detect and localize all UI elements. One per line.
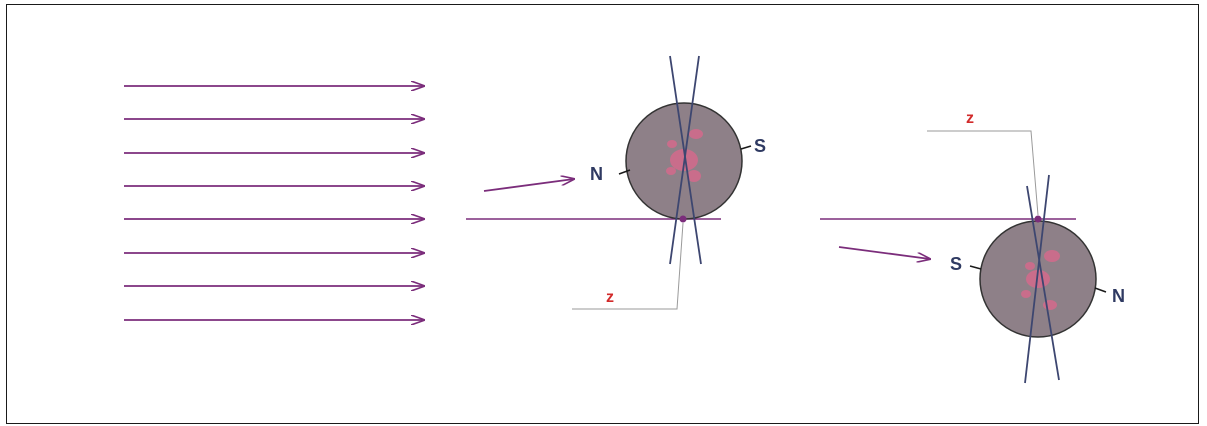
surface-spot bbox=[1044, 250, 1060, 262]
diagram-frame bbox=[6, 4, 1199, 424]
surface-spot bbox=[666, 167, 676, 175]
left-zenith-label: z bbox=[606, 289, 614, 306]
right-south-tick bbox=[969, 265, 982, 270]
right-north-tick bbox=[1094, 287, 1107, 293]
right-incident-arrow bbox=[838, 246, 930, 259]
surface-spot bbox=[667, 140, 677, 148]
left-north-label: N bbox=[590, 164, 603, 184]
surface-spot bbox=[687, 170, 701, 182]
surface-spot bbox=[1021, 290, 1031, 298]
surface-spot bbox=[1043, 300, 1057, 310]
right-zenith-leader bbox=[927, 130, 1039, 216]
left-south-label: S bbox=[754, 136, 766, 156]
left-south-tick bbox=[740, 145, 752, 150]
right-zenith-point bbox=[1034, 215, 1042, 223]
surface-spot bbox=[1026, 270, 1050, 288]
right-axis-line bbox=[1024, 174, 1050, 384]
right-zenith-label: z bbox=[966, 110, 974, 127]
right-south-label: S bbox=[950, 254, 962, 274]
surface-spot bbox=[1025, 262, 1035, 270]
incoming-rays bbox=[124, 86, 424, 320]
right-north-label: N bbox=[1112, 286, 1125, 306]
surface-spot bbox=[689, 129, 703, 139]
left-zenith-leader bbox=[572, 222, 684, 310]
left-incident-arrow bbox=[483, 179, 574, 192]
left-axis-line bbox=[669, 55, 700, 265]
left-planet-group: N S z bbox=[466, 55, 766, 310]
left-zenith-point bbox=[679, 215, 687, 223]
left-axis-line bbox=[669, 55, 702, 265]
right-planet-group: S N z bbox=[820, 110, 1125, 384]
left-north-tick bbox=[618, 169, 631, 175]
right-axis-line bbox=[1026, 185, 1060, 381]
